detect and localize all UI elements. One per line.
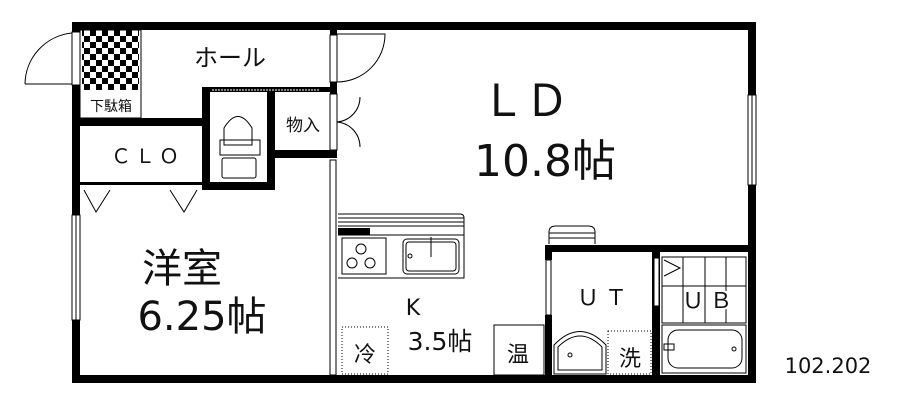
toilet-room [202, 87, 332, 190]
window-right [747, 94, 757, 186]
water-heater-label: 温 [507, 343, 529, 368]
wet-area-walls [545, 245, 756, 375]
plan-number: 102.202 [785, 354, 872, 378]
ld-size: 10.8帖 [474, 136, 616, 187]
western-room-size: 6.25帖 [137, 294, 266, 340]
ld-label: ＬＤ [481, 76, 569, 127]
washer-space [607, 330, 652, 375]
bath-label: ＵＢ [682, 289, 738, 314]
bath-floor-grid [661, 256, 747, 324]
washbasin-icon [553, 331, 607, 375]
washer-label: 洗 [619, 347, 641, 372]
storage-label: 物入 [286, 116, 320, 136]
storage-doors [329, 93, 361, 151]
stove-icon [341, 237, 387, 275]
kitchen-size: 3.5帖 [408, 327, 473, 356]
closet-doors [83, 189, 198, 213]
entrance-door [24, 31, 81, 86]
window-left [71, 214, 81, 321]
sink-icon [402, 237, 460, 275]
utility-label: ＵＴ [577, 286, 633, 311]
bathtub-icon [661, 324, 747, 374]
closet-label: ＣＬＯ [111, 144, 183, 168]
fridge-label: 冷 [354, 343, 376, 368]
water-heater-box [493, 324, 545, 376]
fridge-space [341, 326, 389, 375]
step-icon [548, 225, 596, 244]
western-room-label: 洋室 [142, 246, 222, 292]
shoe-box-checker [82, 30, 139, 90]
kitchen-counter [338, 213, 465, 279]
kitchen-label: K [406, 296, 421, 321]
hall-door [329, 33, 386, 83]
hall-label: ホール [194, 44, 266, 72]
shoe-box-label: 下駄箱 [90, 99, 132, 115]
toilet-icon [219, 116, 261, 179]
